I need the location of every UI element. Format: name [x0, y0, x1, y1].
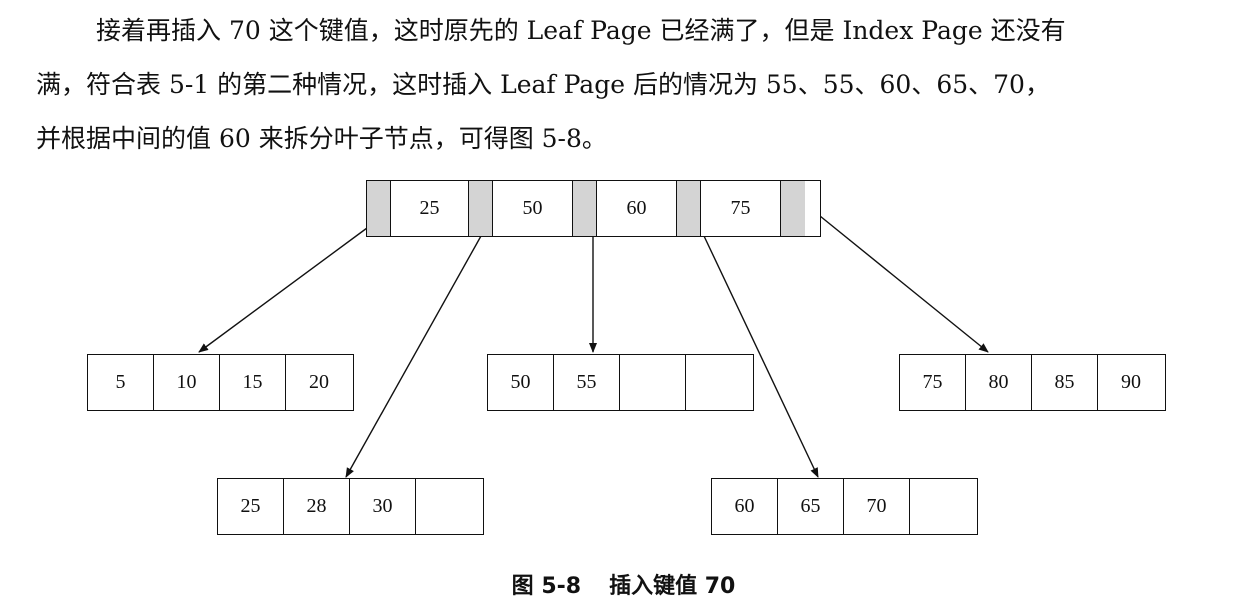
leaf-page-3: 50 55: [487, 354, 754, 411]
paragraph-line-1: 接着再插入 70 这个键值，这时原先的 Leaf Page 已经满了，但是 In…: [96, 16, 1066, 45]
edge-root-leaf2: [345, 235, 482, 478]
root-pointer-3: [573, 181, 597, 236]
leaf1-cell-3: 15: [220, 355, 286, 410]
paragraph: 接着再插入 70 这个键值，这时原先的 Leaf Page 已经满了，但是 In…: [36, 4, 1226, 166]
figure-title: 插入键值 70: [609, 574, 736, 599]
leaf2-cell-2: 28: [284, 479, 350, 534]
leaf3-cell-2: 55: [554, 355, 620, 410]
root-key-4: 75: [701, 181, 781, 236]
leaf3-cell-3: [620, 355, 686, 410]
root-key-2: 50: [493, 181, 573, 236]
leaf-page-1: 5 10 15 20: [87, 354, 354, 411]
root-pointer-4: [677, 181, 701, 236]
edge-root-leaf4: [703, 235, 819, 478]
leaf4-cell-3: 70: [844, 479, 910, 534]
edge-root-leaf1: [198, 227, 368, 353]
leaf3-cell-1: 50: [488, 355, 554, 410]
leaf5-cell-2: 80: [966, 355, 1032, 410]
paragraph-line-3: 并根据中间的值 60 来拆分叶子节点，可得图 5-8。: [36, 124, 607, 153]
edge-root-leaf5: [819, 215, 989, 353]
leaf4-cell-4: [910, 479, 976, 534]
root-pointer-1: [367, 181, 391, 236]
leaf1-cell-1: 5: [88, 355, 154, 410]
leaf-page-2: 25 28 30: [217, 478, 484, 535]
leaf1-cell-2: 10: [154, 355, 220, 410]
leaf5-cell-3: 85: [1032, 355, 1098, 410]
leaf2-cell-3: 30: [350, 479, 416, 534]
root-index-page: 25 50 60 75: [366, 180, 821, 237]
root-key-1: 25: [391, 181, 469, 236]
root-pointer-2: [469, 181, 493, 236]
figure-number: 图 5-8: [511, 574, 582, 599]
leaf5-cell-1: 75: [900, 355, 966, 410]
leaf3-cell-4: [686, 355, 752, 410]
paragraph-line-2: 满，符合表 5-1 的第二种情况，这时插入 Leaf Page 后的情况为 55…: [36, 70, 1050, 99]
leaf1-cell-4: 20: [309, 371, 329, 393]
leaf2-cell-1: 25: [218, 479, 284, 534]
leaf2-cell-4: [416, 479, 482, 534]
root-pointer-5: [781, 181, 805, 236]
figure-caption: 图 5-8 插入键值 70: [0, 568, 1247, 600]
leaf-page-5: 75 80 85 90: [899, 354, 1166, 411]
leaf4-cell-2: 65: [778, 479, 844, 534]
leaf4-cell-1: 60: [712, 479, 778, 534]
root-key-3: 60: [597, 181, 677, 236]
leaf5-cell-4: 90: [1121, 371, 1141, 393]
leaf-page-4: 60 65 70: [711, 478, 978, 535]
